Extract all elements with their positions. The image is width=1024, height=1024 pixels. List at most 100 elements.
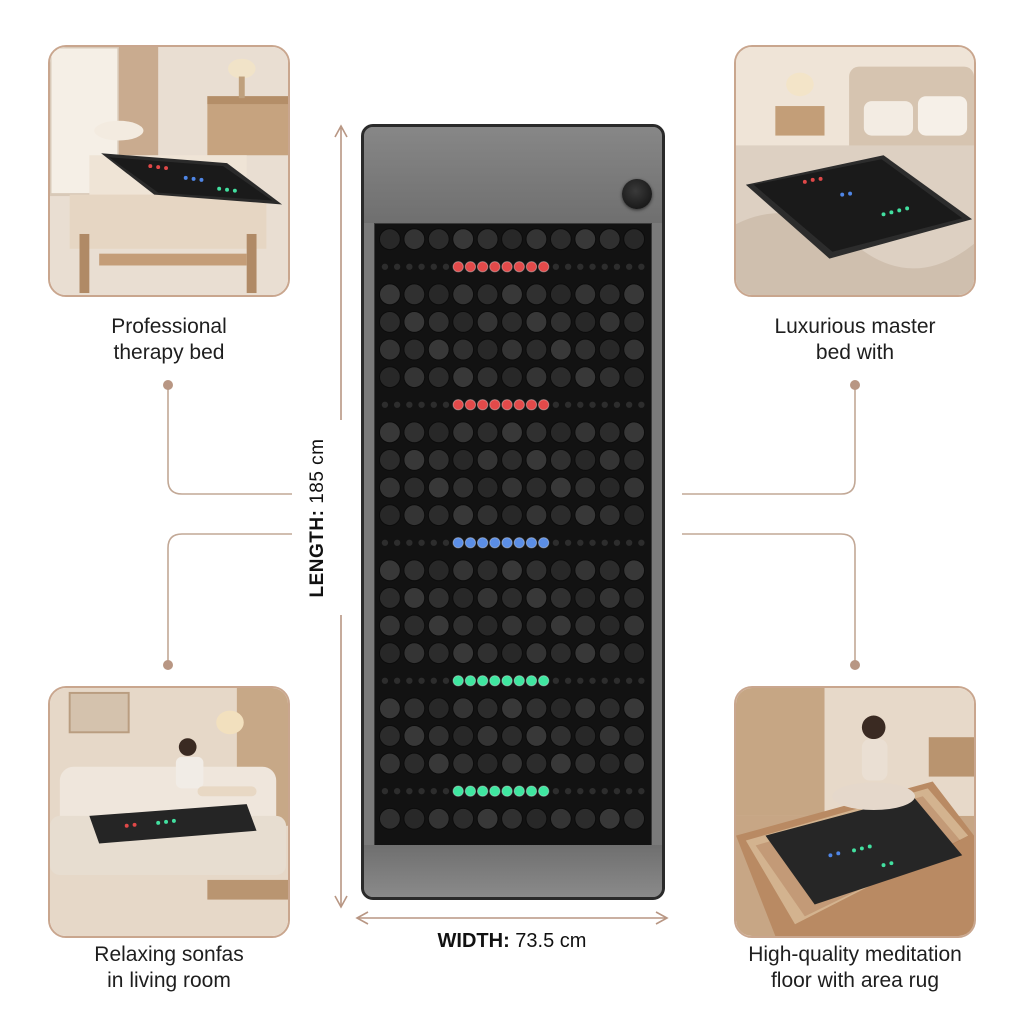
jade-stone xyxy=(549,476,572,499)
light-bead xyxy=(464,537,477,549)
jade-stone xyxy=(623,642,646,665)
jade-stone xyxy=(403,697,426,720)
tourmaline-bead xyxy=(577,401,584,408)
jade-stone xyxy=(501,283,523,306)
jade-stone xyxy=(501,559,523,582)
jade-stone xyxy=(525,311,548,333)
jade-stone xyxy=(476,476,499,499)
jade-stone xyxy=(598,366,621,389)
jade-stone xyxy=(549,366,572,389)
tourmaline-bead xyxy=(625,677,633,684)
jade-stone xyxy=(525,421,548,444)
jade-stone xyxy=(574,283,597,306)
jade-stone xyxy=(427,228,450,251)
tourmaline-bead xyxy=(393,677,401,684)
tourmaline-bead xyxy=(577,263,584,270)
jade-stone xyxy=(598,697,621,720)
jade-stone xyxy=(427,697,450,720)
jade-stone xyxy=(623,559,646,582)
jade-stone xyxy=(378,283,401,306)
tourmaline-bead xyxy=(552,401,560,408)
jade-stone xyxy=(452,476,475,499)
tourmaline-bead xyxy=(613,787,621,795)
jade-stone xyxy=(525,807,548,830)
tourmaline-bead xyxy=(564,787,572,795)
jade-stone xyxy=(623,421,646,444)
tourmaline-bead xyxy=(393,263,401,270)
tourmaline-bead xyxy=(418,787,425,795)
tourmaline-bead xyxy=(406,539,413,546)
jade-stone xyxy=(427,614,450,637)
jade-stone xyxy=(378,725,401,747)
tourmaline-bead xyxy=(564,401,572,408)
light-bead xyxy=(538,537,550,549)
light-bead xyxy=(501,537,513,549)
tourmaline-bead xyxy=(393,539,401,546)
jade-stone xyxy=(378,614,401,637)
jade-stone xyxy=(452,338,475,361)
jade-stone xyxy=(574,449,597,471)
jade-stone xyxy=(403,283,426,306)
tourmaline-bead xyxy=(564,677,572,684)
tourmaline-bead xyxy=(381,539,389,546)
jade-stone xyxy=(501,228,523,251)
jade-stone xyxy=(452,559,475,582)
jade-stone xyxy=(623,476,646,499)
jade-stone xyxy=(549,642,572,665)
jade-stone xyxy=(403,587,426,609)
jade-stone xyxy=(501,421,523,444)
jade-stone xyxy=(525,504,548,527)
tourmaline-bead xyxy=(552,787,560,795)
tourmaline-bead xyxy=(638,263,645,270)
tourmaline-bead xyxy=(430,401,437,408)
jade-stone xyxy=(476,642,499,665)
jade-stone xyxy=(452,504,475,527)
master-bed-photo xyxy=(734,45,976,297)
jade-stone xyxy=(623,504,646,527)
jade-stone xyxy=(598,228,621,251)
light-bead xyxy=(452,399,464,411)
tourmaline-bead xyxy=(613,539,621,546)
light-bead xyxy=(464,675,477,687)
light-bead xyxy=(538,675,550,687)
jade-stone xyxy=(476,338,499,361)
jade-stone xyxy=(476,228,499,251)
tourmaline-bead xyxy=(430,539,437,546)
jade-stone xyxy=(598,807,621,830)
tourmaline-bead xyxy=(589,787,596,795)
width-dimension-label: WIDTH: 73.5 cm xyxy=(437,930,587,952)
tourmaline-bead xyxy=(577,677,584,684)
tourmaline-bead xyxy=(577,787,584,795)
jade-stone xyxy=(525,228,548,251)
jade-stone xyxy=(427,587,450,609)
light-bead xyxy=(452,785,464,797)
light-bead xyxy=(464,785,477,797)
jade-stone xyxy=(452,725,475,747)
light-bead xyxy=(476,675,489,687)
jade-stone xyxy=(623,311,646,333)
tourmaline-bead xyxy=(430,787,437,795)
jade-stone xyxy=(427,725,450,747)
jade-stone xyxy=(427,642,450,665)
jade-stone xyxy=(452,642,475,665)
jade-stone xyxy=(574,504,597,527)
jade-stone xyxy=(476,752,499,775)
jade-stone xyxy=(403,614,426,637)
jade-stone xyxy=(476,807,499,830)
jade-stone xyxy=(427,311,450,333)
mat-bottom-panel xyxy=(364,845,662,897)
jade-stone xyxy=(403,449,426,471)
tourmaline-bead xyxy=(442,401,450,408)
jade-stone xyxy=(378,587,401,609)
jade-stone xyxy=(598,449,621,471)
light-bead xyxy=(489,537,501,549)
jade-stone xyxy=(623,807,646,830)
jade-stone xyxy=(403,725,426,747)
jade-stone xyxy=(549,807,572,830)
jade-stone xyxy=(378,642,401,665)
jade-stone xyxy=(623,228,646,251)
jade-stone xyxy=(378,421,401,444)
jade-stone xyxy=(501,449,523,471)
jade-stone xyxy=(476,697,499,720)
